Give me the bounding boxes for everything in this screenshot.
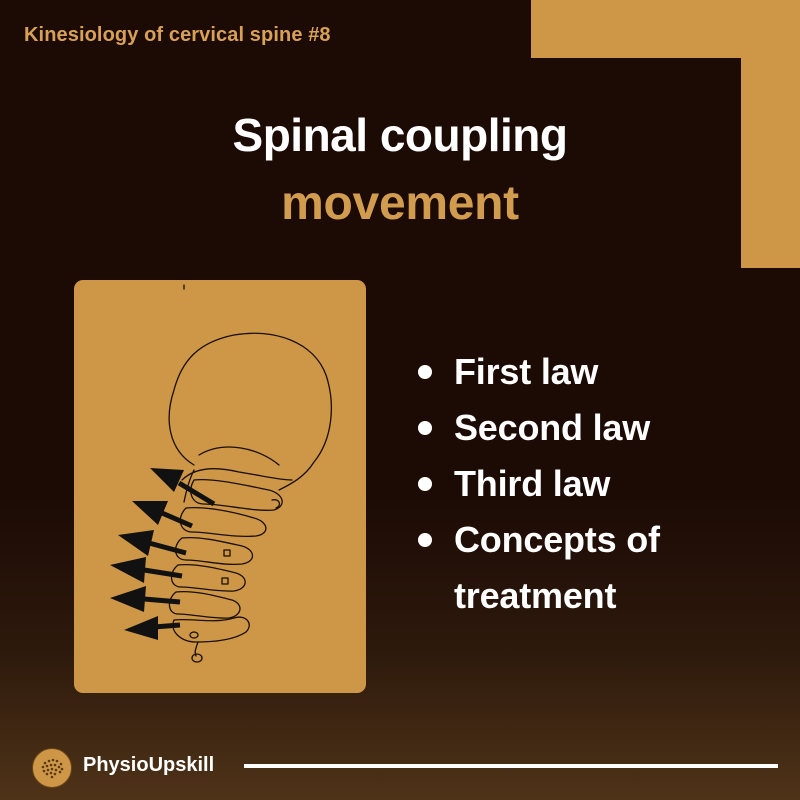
topic-item: Concepts of treatment bbox=[414, 512, 734, 624]
topic-list: First law Second law Third law Concepts … bbox=[414, 344, 734, 624]
brain-icon bbox=[32, 748, 72, 788]
footer-divider bbox=[244, 764, 778, 768]
spine-illustration-card bbox=[74, 280, 366, 693]
arrow-group bbox=[110, 468, 216, 640]
skull-outline bbox=[168, 332, 332, 491]
series-label: Kinesiology of cervical spine #8 bbox=[24, 24, 331, 46]
bullet-icon bbox=[418, 365, 432, 379]
bullet-icon bbox=[418, 477, 432, 491]
brand-name: PhysioUpskill bbox=[83, 754, 215, 776]
title-line-2: movement bbox=[281, 177, 519, 230]
title-line-1: Spinal coupling bbox=[232, 109, 568, 161]
topic-item: Second law bbox=[414, 400, 734, 456]
bullet-icon bbox=[418, 533, 432, 547]
cervical-spine-illustration bbox=[110, 284, 332, 663]
bullet-icon bbox=[418, 421, 432, 435]
corner-accent-side bbox=[741, 0, 800, 268]
topic-item: First law bbox=[414, 344, 734, 400]
topic-item: Third law bbox=[414, 456, 734, 512]
